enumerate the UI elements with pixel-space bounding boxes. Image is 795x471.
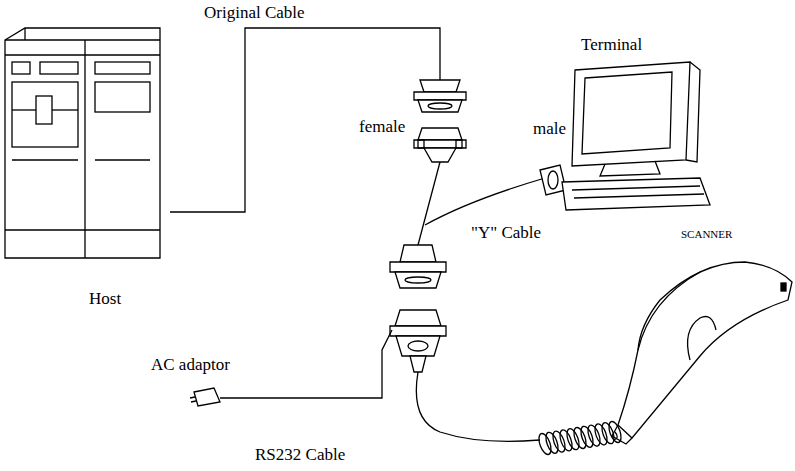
coil-winding — [586, 424, 603, 448]
coil-cord — [537, 420, 624, 456]
device-label: Terminal — [580, 36, 643, 55]
rs232-cable — [416, 372, 540, 441]
coil-winding — [544, 431, 561, 455]
device-label: SCANNER — [680, 228, 733, 240]
device-label: AC adaptor — [150, 356, 231, 375]
scanner-connector — [390, 245, 446, 372]
y-cable — [418, 162, 440, 245]
cable-label: RS232 Cable — [254, 446, 346, 465]
coil-winding — [558, 428, 575, 452]
female-connector — [414, 80, 466, 162]
connector-label: male — [532, 120, 567, 139]
device-label: Host — [88, 290, 122, 309]
male-connector — [540, 165, 566, 195]
coil-winding — [579, 425, 596, 449]
coil-winding — [537, 432, 554, 456]
coil-winding — [551, 430, 568, 454]
y-cable-branch — [425, 178, 545, 225]
scanner — [612, 262, 792, 444]
cable-label: Original Cable — [203, 4, 306, 23]
coil-winding — [572, 426, 589, 450]
terminal — [562, 62, 710, 210]
cable-label: "Y" Cable — [470, 224, 542, 243]
coil-winding — [565, 427, 582, 451]
original-cable — [170, 28, 440, 212]
host-computer — [5, 28, 160, 258]
coil-winding — [593, 422, 610, 446]
connector-label: female — [358, 118, 406, 137]
